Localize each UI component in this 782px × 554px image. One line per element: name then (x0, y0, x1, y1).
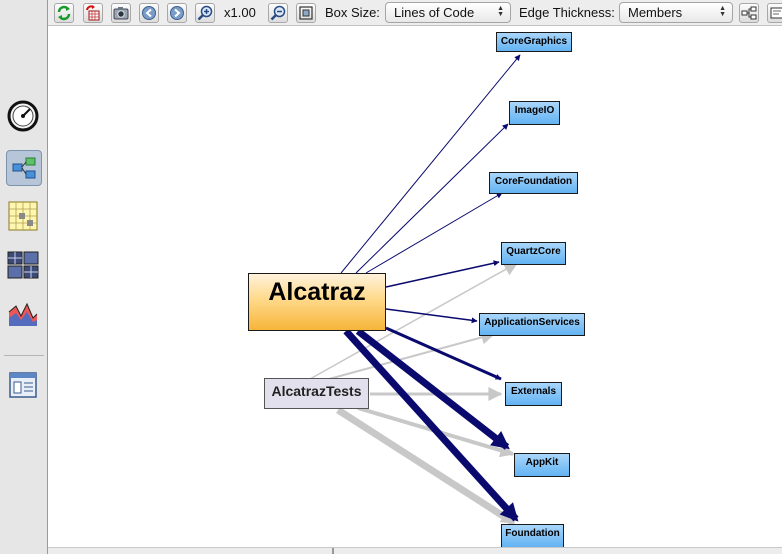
zoom-to-fit-icon (299, 6, 313, 20)
gauge-view-button[interactable] (6, 98, 42, 134)
toolbar: x1.00 Box Size: Lines of Code ▲▼ Edge Th… (48, 0, 782, 26)
export-button[interactable] (767, 3, 782, 23)
gauge-icon (7, 100, 39, 132)
edge-thickness-value: Members (628, 5, 683, 20)
edge-thickness-select[interactable]: Members ▲▼ (619, 2, 733, 23)
zoom-level: x1.00 (224, 5, 256, 20)
zoom-out-button[interactable] (268, 3, 288, 23)
camera-icon (113, 7, 129, 20)
treemap-view-button[interactable] (6, 248, 42, 284)
select-arrows-icon: ▲▼ (497, 5, 504, 18)
node-quartzcore[interactable]: QuartzCore (501, 242, 566, 265)
layout-button[interactable] (739, 3, 759, 23)
edge-alcatraz-quartzcore (385, 260, 500, 288)
zoom-out-icon (270, 5, 286, 21)
node-appkit[interactable]: AppKit (514, 453, 570, 477)
node-coregraphics[interactable]: CoreGraphics (496, 32, 572, 52)
treemap-icon (7, 251, 39, 279)
back-button[interactable] (139, 3, 159, 23)
matrix-icon (8, 201, 38, 231)
export-icon (770, 7, 782, 19)
node-alcatraz-tests[interactable]: AlcatrazTests (264, 378, 369, 409)
sidebar-separator (4, 355, 44, 356)
forward-arrow-icon (170, 6, 184, 20)
edge-tests-foundation (336, 407, 516, 526)
node-externals[interactable]: Externals (505, 382, 562, 406)
edge-tests-quartzcore (309, 262, 519, 380)
box-size-value: Lines of Code (394, 5, 475, 20)
edge-alcatraz-appkit (355, 328, 510, 450)
edge-alcatraz-applicationservices (385, 308, 478, 324)
edge-alcatraz-externals (385, 326, 502, 381)
forward-button[interactable] (167, 3, 187, 23)
dependency-graph-icon (12, 157, 36, 179)
metrics-chart-icon (8, 302, 38, 326)
node-applicationservices[interactable]: ApplicationServices (479, 313, 585, 336)
select-arrows-icon: ▲▼ (719, 5, 726, 18)
node-foundation[interactable]: Foundation (501, 524, 564, 548)
matrix-view-button[interactable] (6, 199, 42, 235)
node-alcatraz[interactable]: Alcatraz (248, 273, 386, 331)
dependency-graph-view-button[interactable] (6, 150, 42, 186)
screenshot-button[interactable] (111, 3, 131, 23)
zoom-in-icon (197, 5, 213, 21)
edge-alcatraz-foundation (343, 328, 519, 522)
edge-tests-applicationservices (317, 330, 496, 383)
horizontal-scrollbar[interactable] (48, 547, 782, 554)
refresh-button[interactable] (54, 3, 74, 23)
scrollbar-thumb[interactable] (332, 548, 334, 554)
graph-canvas[interactable]: Alcatraz AlcatrazTests CoreGraphics Imag… (48, 26, 782, 554)
window-view-button[interactable] (6, 368, 42, 404)
edge-alcatraz-coregraphics (340, 54, 521, 274)
zoom-to-fit-button[interactable] (296, 3, 316, 23)
metrics-chart-view-button[interactable] (6, 298, 42, 334)
box-size-select[interactable]: Lines of Code ▲▼ (385, 2, 511, 23)
window-icon (9, 372, 37, 398)
box-size-label: Box Size: (325, 5, 380, 20)
node-imageio[interactable]: ImageIO (509, 101, 560, 125)
dependency-edges (309, 54, 521, 526)
edge-thickness-label: Edge Thickness: (519, 5, 615, 20)
node-corefoundation[interactable]: CoreFoundation (489, 172, 578, 194)
zoom-in-button[interactable] (195, 3, 215, 23)
reload-graph-icon (86, 5, 100, 21)
back-arrow-icon (142, 6, 156, 20)
edge-alcatraz-imageio (355, 123, 509, 274)
refresh-icon (57, 5, 71, 21)
view-sidebar (0, 0, 48, 554)
edge-alcatraz-corefoundation (365, 192, 503, 274)
reload-graph-button[interactable] (83, 3, 103, 23)
layout-tree-icon (741, 6, 757, 20)
